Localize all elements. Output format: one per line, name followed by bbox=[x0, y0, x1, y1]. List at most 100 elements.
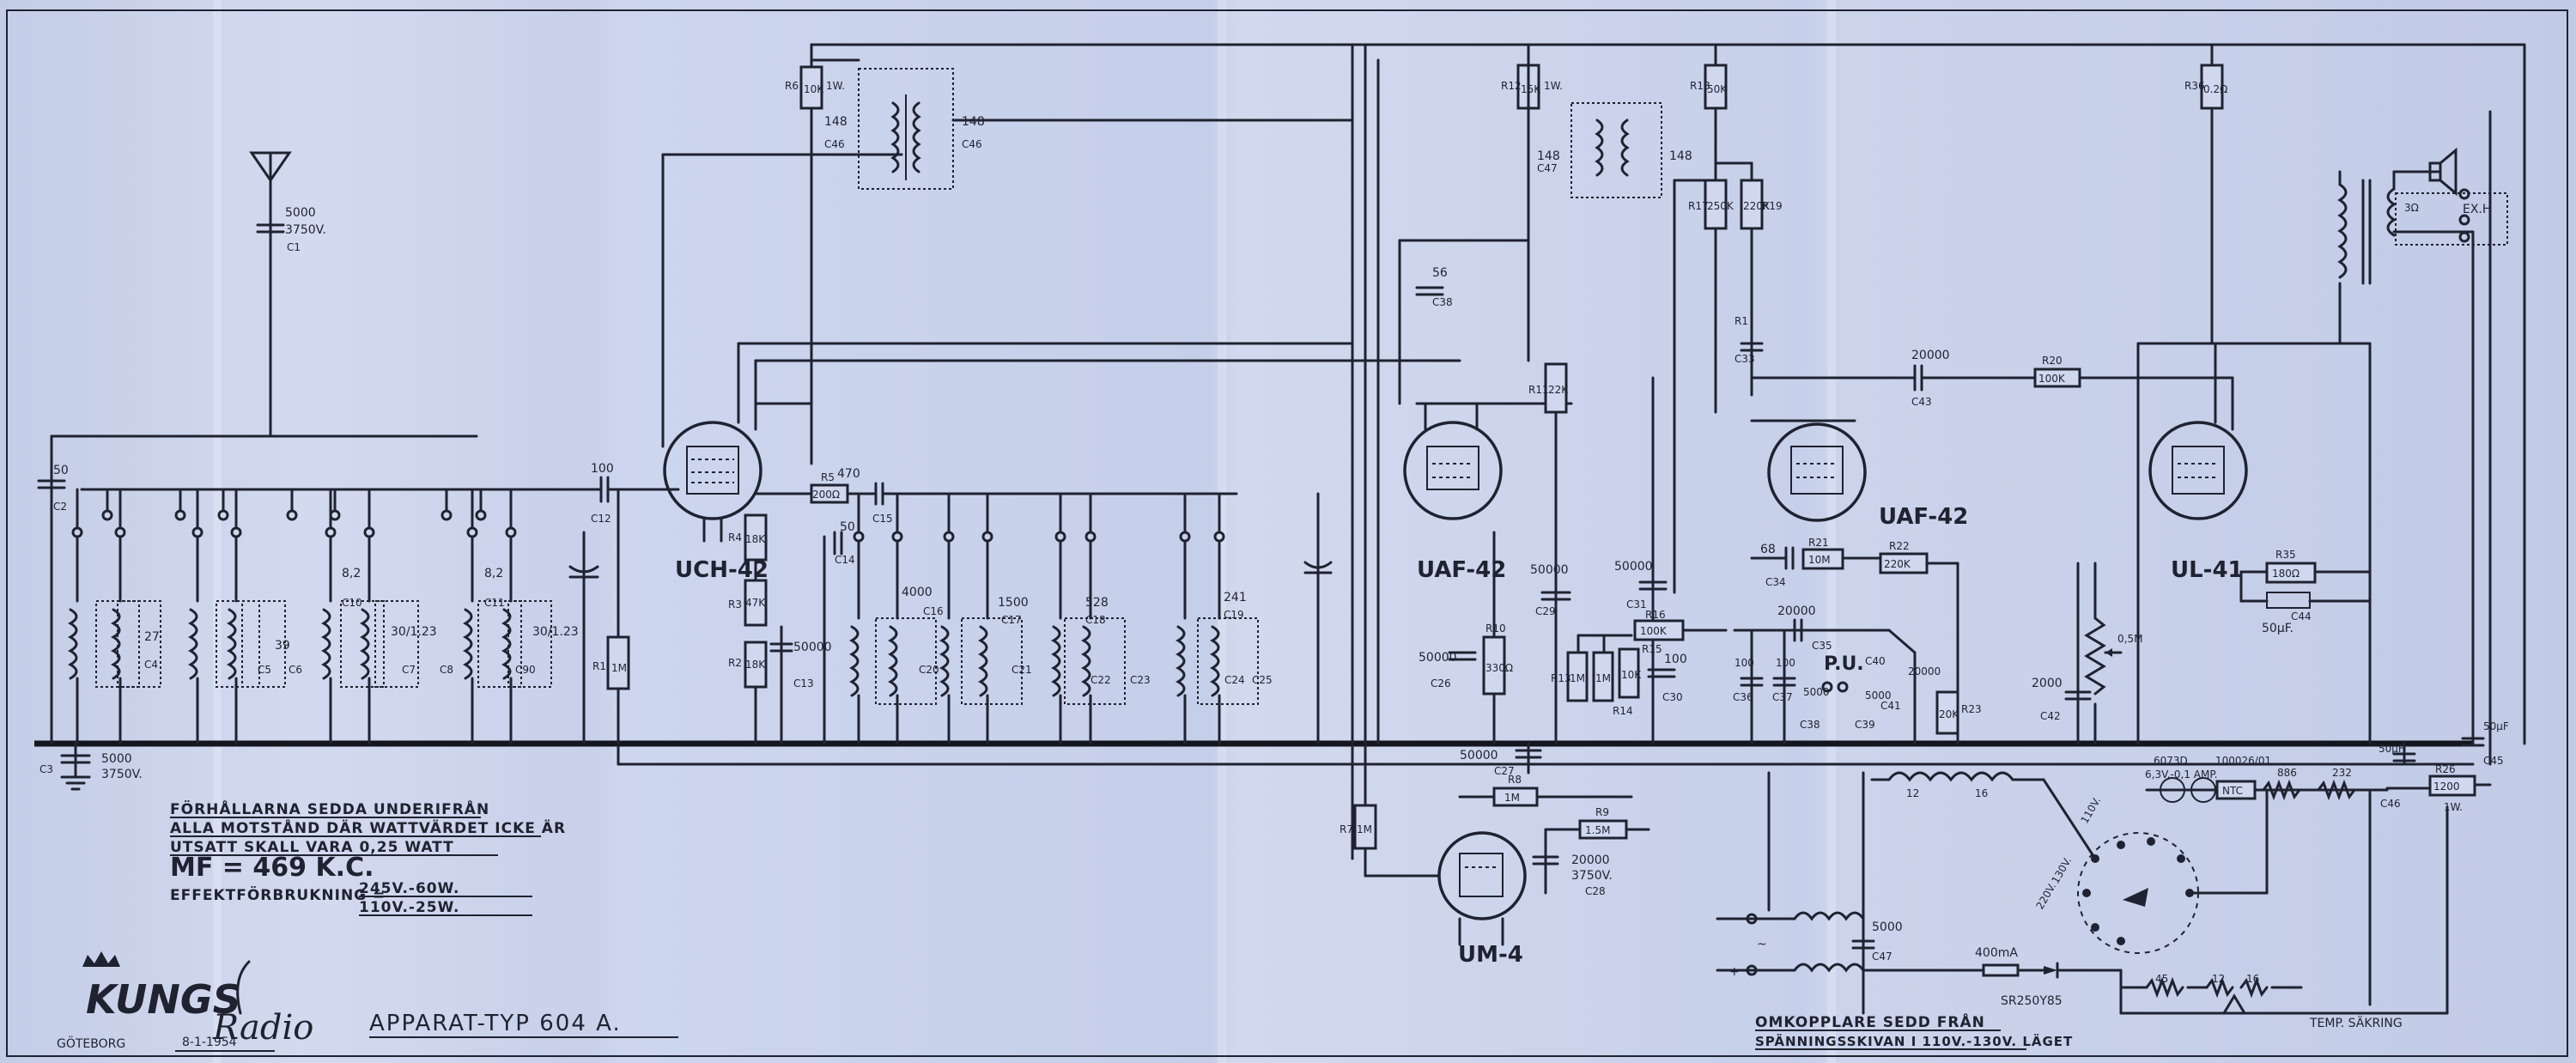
c19-label: C19 bbox=[1224, 609, 1244, 621]
capacitor-c1 bbox=[256, 223, 285, 234]
r17-label: R17 bbox=[1688, 200, 1709, 212]
r5-label: R5 bbox=[821, 471, 835, 483]
ext-speaker-label: EX.H bbox=[2463, 203, 2491, 216]
r8-value: 1M bbox=[1504, 792, 1520, 804]
filter-choke bbox=[1887, 771, 2014, 782]
c28-voltage: 3750V. bbox=[1571, 869, 1613, 883]
oscillator-coil bbox=[1050, 625, 1061, 697]
brand-city: GÖTEBORG bbox=[57, 1036, 125, 1051]
c14-label: C14 bbox=[835, 554, 855, 566]
c36-value: 100 bbox=[1735, 657, 1754, 669]
c21-label: C21 bbox=[1012, 664, 1032, 676]
c35-label: C35 bbox=[1812, 640, 1832, 652]
c43-label: C43 bbox=[1911, 396, 1932, 408]
r18-value: 50K bbox=[1707, 83, 1728, 95]
rectifier-label: SR250Y85 bbox=[2001, 994, 2063, 1008]
r35-label: R35 bbox=[2275, 549, 2296, 561]
r35-value: 180Ω bbox=[2272, 568, 2300, 580]
c48-value-left: 148 bbox=[824, 115, 848, 129]
c38-label: C38 bbox=[1432, 296, 1453, 308]
r1-label-2: R1 bbox=[1735, 315, 1748, 327]
c90-label: C90 bbox=[515, 664, 536, 676]
r7-label: R7 bbox=[1340, 823, 1353, 835]
r4-label: R4 bbox=[728, 532, 742, 544]
r16-value: 100K bbox=[1640, 625, 1668, 637]
lamp-rating: 6,3V.-0,1 AMP. bbox=[2145, 768, 2218, 781]
rf-coil bbox=[110, 608, 121, 680]
rf-coil bbox=[67, 608, 78, 680]
r15-value: 10K bbox=[1621, 669, 1642, 681]
c11-label: C11 bbox=[484, 597, 505, 609]
c15-value: 470 bbox=[837, 467, 860, 481]
pickup-label: P.U. bbox=[1824, 653, 1864, 675]
c1-value: 5000 bbox=[285, 206, 316, 220]
c47b-label: C47 bbox=[1872, 951, 1893, 963]
switch-position-110: 110V. bbox=[2078, 795, 2103, 826]
c14-value: 50 bbox=[840, 520, 855, 534]
r12-watt: 1W. bbox=[1544, 80, 1563, 92]
ntc-thermistor bbox=[2215, 780, 2257, 800]
c1-label: C1 bbox=[287, 241, 301, 253]
r16-label: R16 bbox=[1645, 609, 1666, 621]
tube-uaf42-2 bbox=[1767, 422, 1867, 522]
c6-label: C6 bbox=[289, 664, 302, 676]
c28-value: 20000 bbox=[1571, 853, 1610, 867]
c31-value: 50000 bbox=[1614, 560, 1653, 574]
r6-value: 10K bbox=[804, 83, 824, 95]
r26-value: 1200 bbox=[2433, 781, 2460, 793]
c34-value: 68 bbox=[1760, 543, 1776, 556]
thermal-fuse-symbol bbox=[2221, 993, 2247, 1015]
rf-coil bbox=[226, 608, 237, 680]
lamp-part-number: 6073D bbox=[2154, 755, 2188, 767]
rf-coil bbox=[462, 608, 473, 680]
c13-label: C13 bbox=[793, 677, 814, 689]
switch-position-130: 130V. bbox=[2049, 855, 2074, 886]
c20-label: C20 bbox=[919, 664, 939, 676]
c45-value: 50μF bbox=[2483, 720, 2509, 732]
fuse-400ma bbox=[1982, 963, 2020, 977]
c3-voltage: 3750V. bbox=[101, 768, 143, 781]
resistor-r23 bbox=[1935, 690, 1959, 735]
c37-value: 100 bbox=[1776, 657, 1795, 669]
switch-note-line-2: SPÄNNINGSSKIVAN I 110V.-130V. LÄGET bbox=[1755, 1033, 2073, 1049]
c26-label: C26 bbox=[1431, 677, 1451, 689]
temp-fuse-label: TEMP. SÄKRING bbox=[2309, 1015, 2403, 1030]
c24-label: C24 bbox=[1224, 674, 1245, 686]
c27-label: C27 bbox=[1494, 765, 1515, 777]
c2-value: 50 bbox=[53, 464, 69, 477]
c22-label: C22 bbox=[1091, 674, 1111, 686]
resistor-45 bbox=[2145, 976, 2184, 999]
c49-value-right: 148 bbox=[1669, 149, 1692, 163]
r17-value: 250K bbox=[1707, 200, 1735, 212]
c38-value: 56 bbox=[1432, 266, 1448, 280]
c16-value: 4000 bbox=[902, 586, 933, 599]
r1-value: 1M bbox=[611, 662, 627, 674]
r5-value: 200Ω bbox=[812, 489, 840, 501]
c37-label: C37 bbox=[1772, 691, 1793, 703]
c41-label: C41 bbox=[1880, 700, 1901, 712]
r36-label: R36 bbox=[2184, 80, 2205, 92]
c12-value: 100 bbox=[591, 462, 614, 476]
c7-label: C7 bbox=[402, 664, 416, 676]
tube-label-um4: UM-4 bbox=[1458, 942, 1523, 968]
c46-label-right: C46 bbox=[962, 138, 982, 150]
tube-ul41 bbox=[2148, 421, 2248, 520]
oscillator-coil bbox=[1080, 625, 1091, 697]
r21-value: 10M bbox=[1808, 554, 1831, 566]
r21-label: R21 bbox=[1808, 537, 1829, 549]
choke-tap-2: 16 bbox=[1975, 787, 1988, 799]
c45-label: C45 bbox=[2483, 755, 2504, 767]
waveband-coil-bank bbox=[67, 488, 552, 745]
c11-value: 8,2 bbox=[484, 567, 503, 580]
line-filter-choke-2 bbox=[1793, 963, 1865, 973]
pilot-lamp-1 bbox=[2160, 777, 2185, 803]
antenna-symbol bbox=[249, 151, 292, 438]
fuse-value: 400mA bbox=[1975, 946, 2018, 960]
r36-value: 0.2Ω bbox=[2203, 83, 2227, 95]
ntc-part-number: 100026/01 bbox=[2215, 755, 2271, 767]
tube-um4 bbox=[1437, 831, 1527, 920]
c38b-label: C38 bbox=[1800, 719, 1820, 731]
oscillator-coil bbox=[977, 625, 988, 697]
c10-value: 8,2 bbox=[342, 567, 361, 580]
